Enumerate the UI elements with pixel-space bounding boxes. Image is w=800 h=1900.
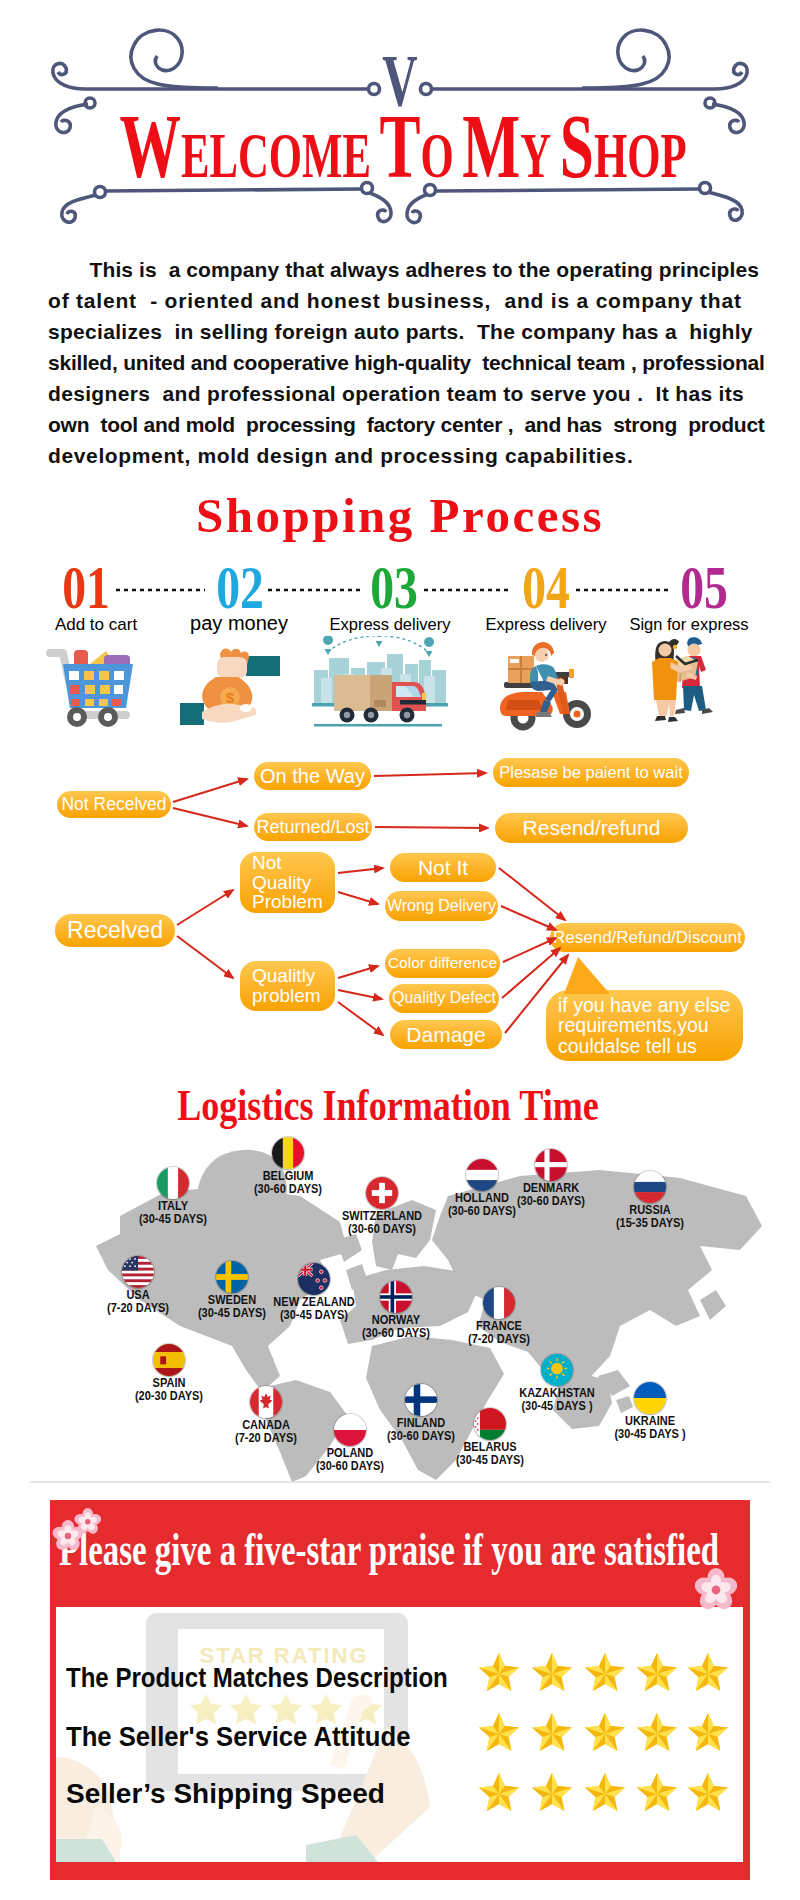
svg-text:$: $: [226, 689, 235, 706]
